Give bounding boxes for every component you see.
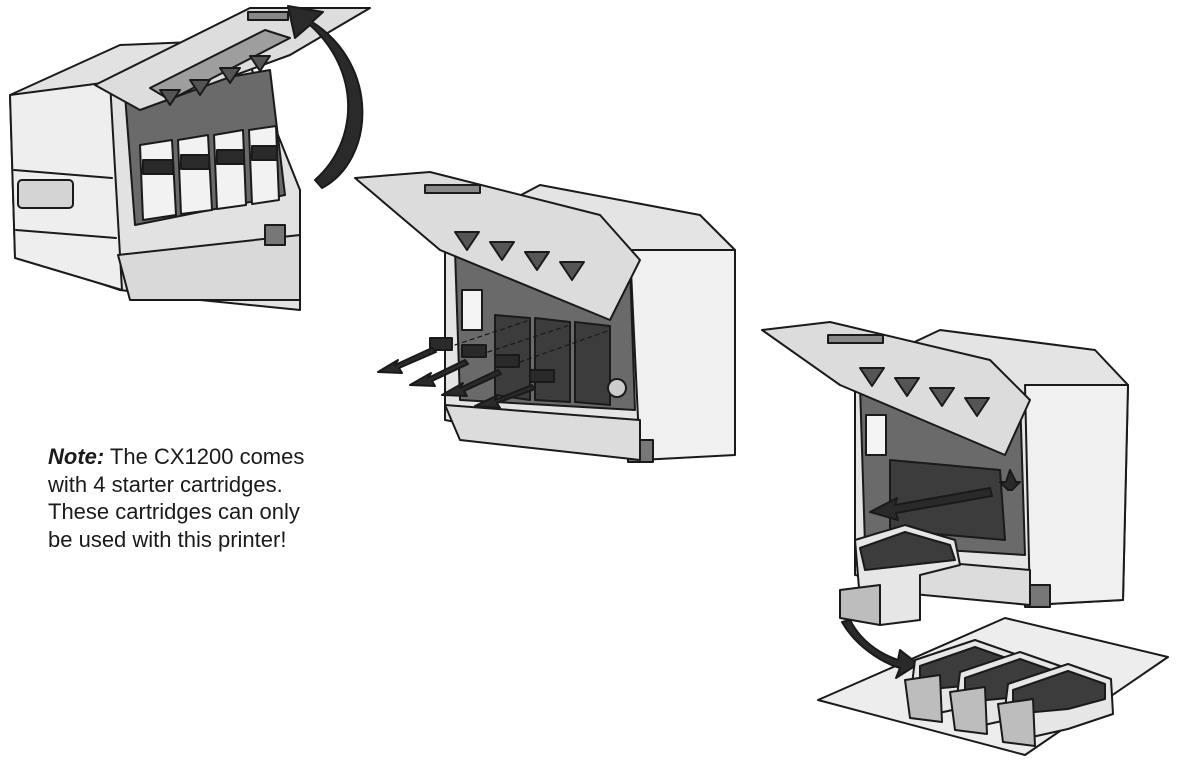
packing-inserts (429, 337, 555, 383)
printer-step-2 (354, 171, 736, 463)
printer-step-1 (9, 5, 371, 311)
side-handle (17, 179, 74, 209)
note-line-4: be used with this printer! (48, 526, 287, 552)
note-first-line: The CX1200 comes (104, 444, 305, 469)
printer-step-3 (761, 321, 1169, 756)
curved-arrow-icon (841, 619, 919, 679)
note-line-1: Note: The CX1200 comes (48, 443, 348, 471)
note-label: Note: (48, 444, 105, 469)
note-text: Note: The CX1200 comes with 4 starter ca… (48, 443, 348, 553)
note-line-3: These cartridges can only (48, 499, 300, 524)
straight-arrow-icon (377, 347, 536, 409)
top-cover (761, 321, 1031, 456)
paper-tray (444, 404, 641, 461)
printer-side-panel (629, 249, 736, 461)
note-line-2: with 4 starter cartridges. (48, 471, 283, 497)
cartridge-stack (904, 639, 1114, 747)
printer-side-panel (1024, 384, 1129, 606)
cartridge-removed (839, 524, 961, 626)
vent-grille (264, 224, 286, 246)
curved-arrow-icon (287, 5, 364, 189)
paper-tray (117, 234, 301, 301)
straight-arrow-icon (869, 487, 993, 521)
